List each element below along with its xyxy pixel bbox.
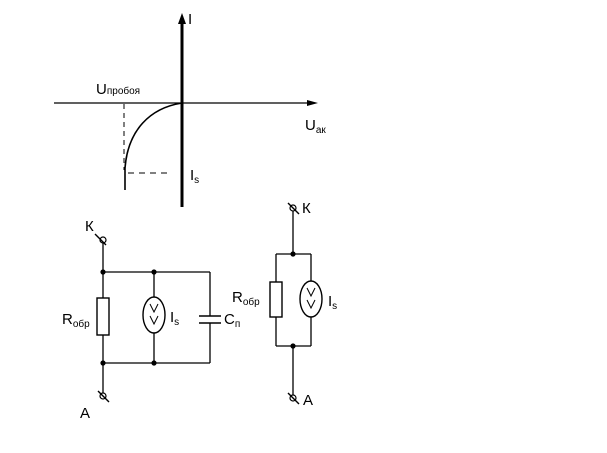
breakdown-voltage-label: Uпробоя <box>96 81 140 98</box>
current-source-symbol <box>142 296 166 334</box>
right-equivalent-circuit: К Rобр Is А <box>232 200 337 409</box>
source-label: Is <box>170 309 179 328</box>
voltage-axis-label: Uак <box>305 117 326 136</box>
anode-terminal-node <box>289 394 297 402</box>
cathode-label: К <box>85 218 94 235</box>
anode-label: А <box>303 392 313 409</box>
cathode-terminal-icon <box>287 202 300 215</box>
current-axis-arrow-icon <box>178 13 186 24</box>
left-equivalent-circuit: К Rобр Is Cп <box>62 218 240 422</box>
reverse-characteristic-curve <box>124 102 183 190</box>
iv-characteristic-graph: I Uак Uпробоя Is <box>54 11 326 207</box>
voltage-axis-arrow-icon <box>307 100 318 106</box>
resistor-label: Rобр <box>62 311 90 330</box>
anode-terminal-icon <box>97 390 110 403</box>
current-direction-icon <box>149 303 159 326</box>
resistor-symbol <box>96 297 110 336</box>
anode-terminal-node <box>99 392 107 400</box>
anode-terminal-icon <box>287 392 300 405</box>
junction-dot <box>290 251 296 257</box>
anode-label: А <box>80 405 90 422</box>
resistor-symbol <box>269 281 283 318</box>
current-direction-icon <box>306 287 316 310</box>
saturation-current-label: Is <box>190 167 199 186</box>
resistor-label: Rобр <box>232 289 260 308</box>
capacitor-label: Cп <box>224 311 240 330</box>
source-label: Is <box>328 293 337 312</box>
current-source-symbol <box>299 280 323 318</box>
current-axis-label: I <box>188 11 192 28</box>
cathode-label: К <box>302 200 311 217</box>
